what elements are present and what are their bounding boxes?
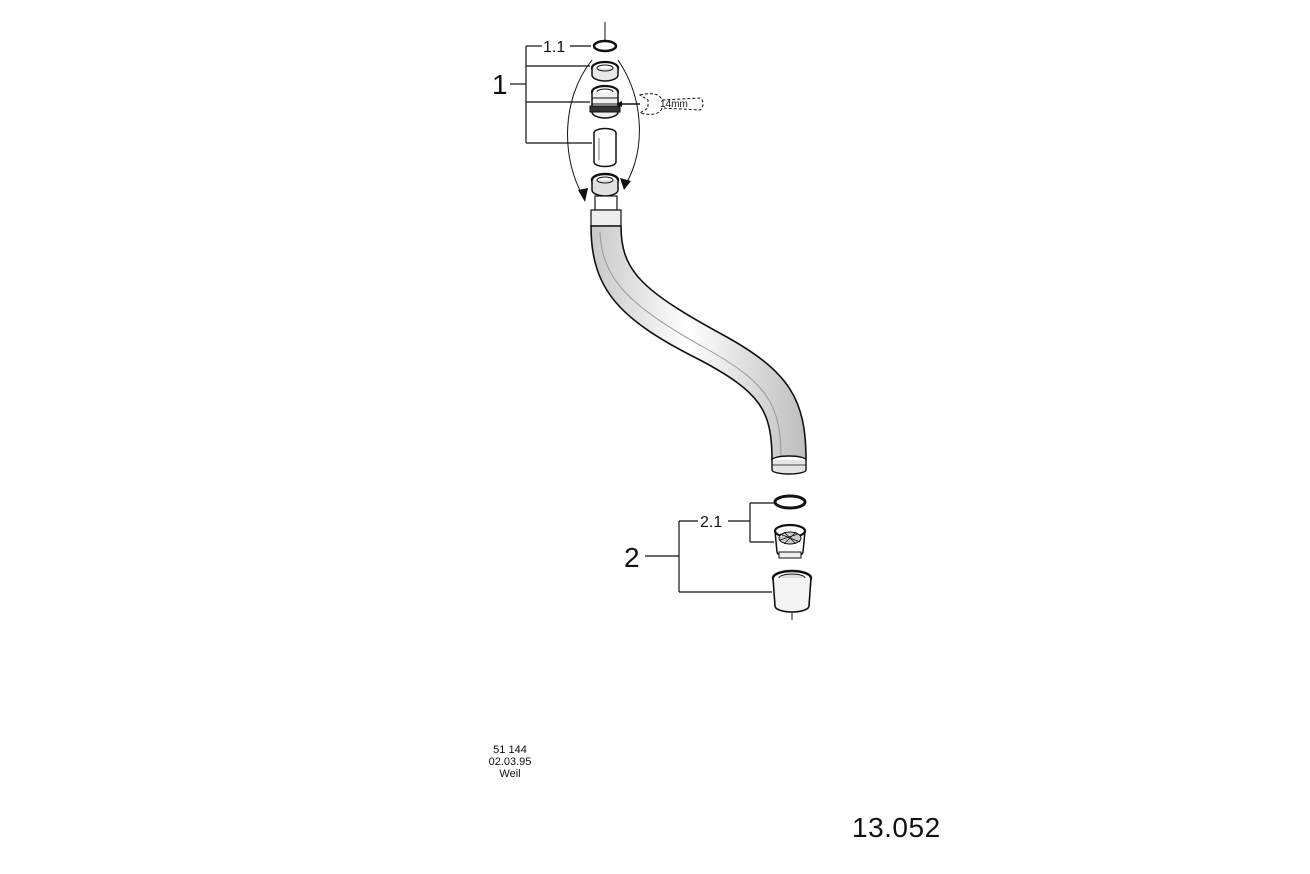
assembly-arrows (567, 59, 640, 202)
part-2-1-aerator-insert (773, 523, 807, 559)
part-2-1-seal-ring (773, 494, 807, 510)
callout-1-1: 1.1 (526, 39, 591, 56)
part-2-aerator-housing (771, 569, 813, 620)
callout-1-1-label: 1.1 (543, 39, 565, 56)
callout-2-label: 2 (624, 542, 640, 573)
callout-1-label: 1 (492, 69, 508, 100)
drawing-date: 02.03.95 (488, 756, 532, 768)
part-washer-ring (590, 60, 620, 82)
spout-tube (590, 195, 807, 475)
callout-1-bracket: 1 (492, 46, 592, 144)
part-spout-inlet-nut (590, 172, 620, 197)
wrench-size-label: 14mm (660, 99, 688, 110)
drawing-author: Weil (499, 768, 521, 780)
callout-2-1: 2.1 (679, 502, 774, 543)
callout-2-1-label: 2.1 (700, 514, 722, 531)
drawing-number: 51 144 (493, 744, 527, 756)
wrench-14mm-indicator: 14mm (616, 93, 704, 115)
part-1-1-oring (592, 39, 618, 53)
part-sleeve (593, 127, 617, 168)
page-number: 13.052 (852, 812, 941, 843)
part-threaded-nut (589, 84, 621, 119)
drawing-info-block: 51 144 02.03.95 Weil (480, 744, 540, 780)
callout-2-bracket: 2 (624, 521, 772, 593)
